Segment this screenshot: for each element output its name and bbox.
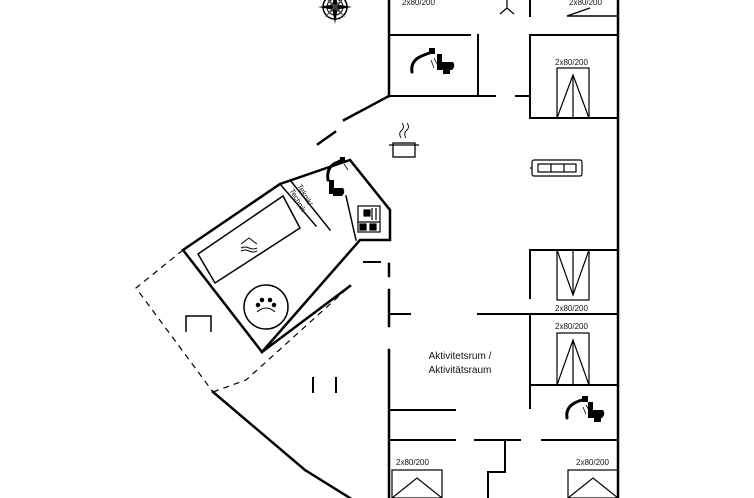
activity-room-label: Aktivitetsrum / [429,351,492,362]
bed-size-label: 2x80/200 [402,0,435,7]
compass-icon [318,0,352,24]
bed-size-label: 2x80/200 [396,458,429,467]
door-swing [499,0,515,15]
sauna-icon [357,205,381,233]
bed-icon [567,469,619,498]
shower-icon [326,157,349,182]
bed-icon [391,469,443,498]
pool-icon [196,194,301,285]
bed-size-label: 2x80/200 [576,458,609,467]
sofa-icon [530,159,583,177]
terrace-outline [135,249,351,393]
bed-icon [556,249,590,301]
toilet-icon [437,54,455,74]
cooking-pot-icon [389,122,419,158]
hot-tub-icon [243,284,289,330]
toilet-icon [329,180,345,196]
shower-icon [565,396,591,420]
bed-size-label: 2x80/200 [555,58,588,67]
bed-icon [556,332,590,386]
bed-icon [556,67,590,119]
technik-label: Teknik/ Technik [287,183,315,214]
toilet-icon [588,402,605,422]
walls [181,0,620,498]
activity-room-label: Aktivitätsraum [429,365,492,376]
outdoor-shower [185,315,212,332]
bed-size-label: 2x80/200 [569,0,602,7]
bed-size-label: 2x80/200 [555,304,588,313]
bed-size-label: 2x80/200 [555,322,588,331]
